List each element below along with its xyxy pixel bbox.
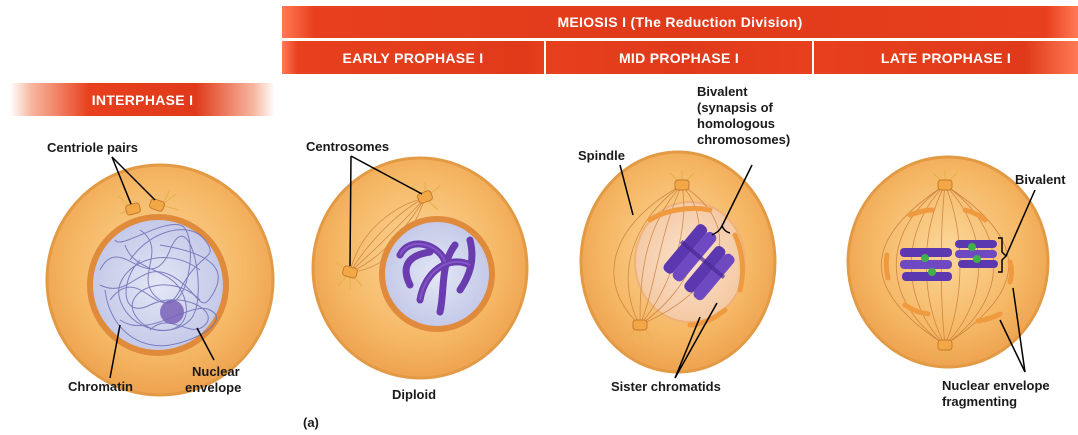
diploid-label: Diploid — [392, 387, 436, 403]
late-bivalent-left — [900, 248, 952, 281]
centriole-pairs-label: Centriole pairs — [47, 140, 138, 156]
sister-chromatids-label: Sister chromatids — [611, 379, 721, 395]
mid-prophase-cell — [581, 152, 775, 378]
panel-label: (a) — [303, 415, 319, 431]
spindle-label: Spindle — [578, 148, 625, 164]
bivalent-label-late: Bivalent — [1015, 172, 1066, 188]
late-bivalent-right — [955, 240, 998, 268]
nuclear-envelope-label-line2: envelope — [185, 380, 241, 396]
nuclear-envelope-fragmenting-label-line2: fragmenting — [942, 394, 1017, 410]
nucleolus — [160, 300, 184, 324]
bivalent-label-mid-line1: Bivalent — [697, 84, 748, 100]
bivalent-label-mid-line4: chromosomes) — [697, 132, 790, 148]
early-prophase-cell — [313, 156, 527, 378]
centrosomes-label: Centrosomes — [306, 139, 389, 155]
nuclear-envelope-fragmenting-label-line1: Nuclear envelope — [942, 378, 1050, 394]
interphase-cell — [47, 157, 273, 395]
nuclear-envelope-label-line1: Nuclear — [192, 364, 240, 380]
chromatin-label: Chromatin — [68, 379, 133, 395]
late-prophase-cell — [848, 157, 1048, 372]
bivalent-label-mid-line3: homologous — [697, 116, 775, 132]
bivalent-label-mid-line2: (synapsis of — [697, 100, 773, 116]
